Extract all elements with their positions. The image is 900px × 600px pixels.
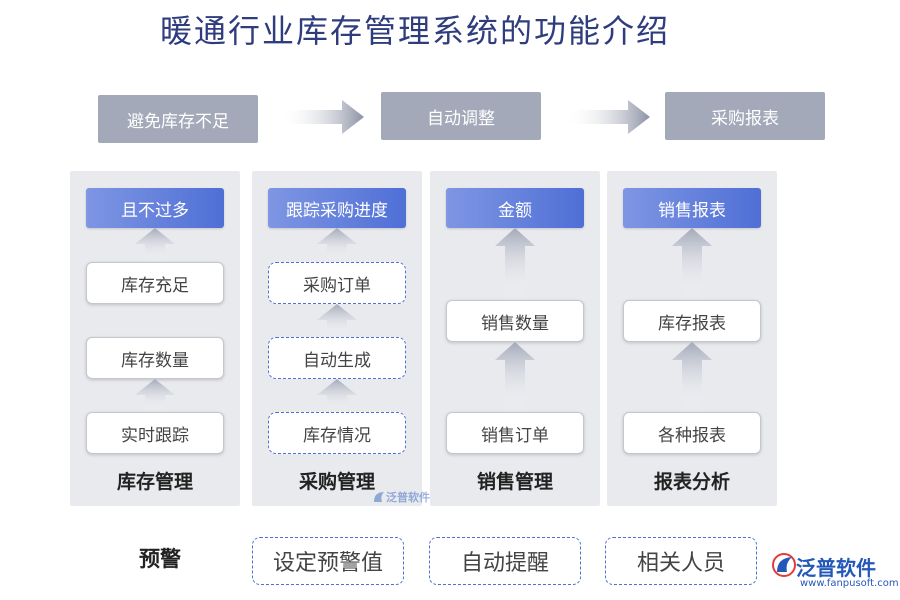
page-title: 暖通行业库存管理系统的功能介绍 [160,12,671,50]
watermark-text: 泛普软件 [386,491,430,504]
flow-step-avoid-shortage: 避免库存不足 [98,95,258,143]
item-stock-status: 库存情况 [268,412,406,454]
column-name-sales-management: 销售管理 [476,470,553,493]
watermark-logo: 泛普软件 [372,489,432,507]
item-inventory-report: 库存报表 [623,300,761,342]
item-stock-sufficient: 库存充足 [86,262,224,304]
flow-step-auto-adjust: 自动调整 [381,92,541,140]
flow-arrow-icon [280,100,364,134]
column-header-sales-report: 销售报表 [623,188,761,228]
item-sales-quantity: 销售数量 [446,300,584,342]
up-arrow-icon [135,379,175,412]
item-sales-order: 销售订单 [446,412,584,454]
column-name-purchase-management: 采购管理 [298,470,375,493]
up-arrow-icon [317,304,357,337]
column-header-track-purchase-progress: 跟踪采购进度 [268,188,406,228]
up-arrow-icon [317,228,357,262]
item-various-reports: 各种报表 [623,412,761,454]
company-logo: 泛普软件 www.fanpusoft.com [772,550,899,596]
fanpu-logo-icon [374,492,384,502]
warning-item-set-threshold: 设定预警值 [252,537,404,585]
item-stock-quantity: 库存数量 [86,337,224,379]
column-name-inventory-management: 库存管理 [116,470,193,493]
fanpu-logo-icon [772,553,796,577]
item-purchase-order: 采购订单 [268,262,406,304]
flow-arrow-icon [566,100,650,134]
up-arrow-icon [495,228,535,300]
warning-item-auto-remind: 自动提醒 [429,537,581,585]
column-name-report-analysis: 报表分析 [653,470,730,493]
up-arrow-icon [317,379,357,412]
warning-label: 预警 [139,547,181,571]
up-arrow-icon [672,228,712,300]
up-arrow-icon [135,228,175,262]
up-arrow-icon [672,342,712,412]
flow-step-purchase-report: 采购报表 [665,92,825,140]
item-auto-generate: 自动生成 [268,337,406,379]
up-arrow-icon [495,342,535,412]
column-header-not-excessive: 且不过多 [86,188,224,228]
column-header-amount: 金额 [446,188,584,228]
warning-item-related-personnel: 相关人员 [605,537,757,585]
item-realtime-tracking: 实时跟踪 [86,412,224,454]
logo-name: 泛普软件 [796,556,876,580]
logo-url: www.fanpusoft.com [800,578,899,589]
